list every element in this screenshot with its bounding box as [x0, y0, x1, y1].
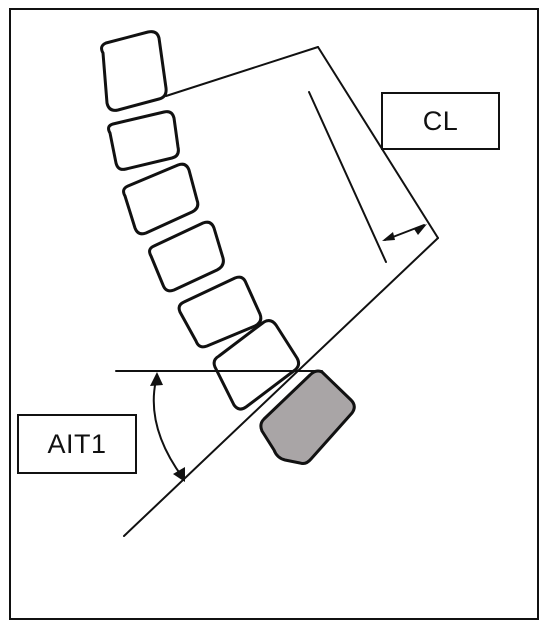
vertebra-c2: [100, 30, 168, 112]
c7-perpendicular-line: [308, 91, 387, 263]
cl-label: CL: [381, 92, 500, 150]
vertebra-c3: [107, 110, 180, 171]
vertebra-c6: [177, 275, 263, 349]
c2-endplate-line: [165, 46, 319, 97]
vertebra-c7: [212, 319, 301, 411]
vertebra-c5: [148, 220, 225, 293]
vertebra-t1: [259, 369, 356, 465]
c2-perpendicular-line: [317, 46, 439, 239]
vertebra-c4: [122, 162, 200, 236]
t1-slope-line: [123, 237, 439, 537]
ait1-label: AIT1: [17, 414, 137, 474]
cl-arrowhead-left: [382, 232, 395, 241]
cl-arrowhead-right: [414, 224, 427, 235]
ait1-arrowhead-bottom: [173, 467, 185, 482]
ait1-arrowhead-top: [150, 372, 163, 386]
ait1-angle-arc: [152, 375, 184, 479]
